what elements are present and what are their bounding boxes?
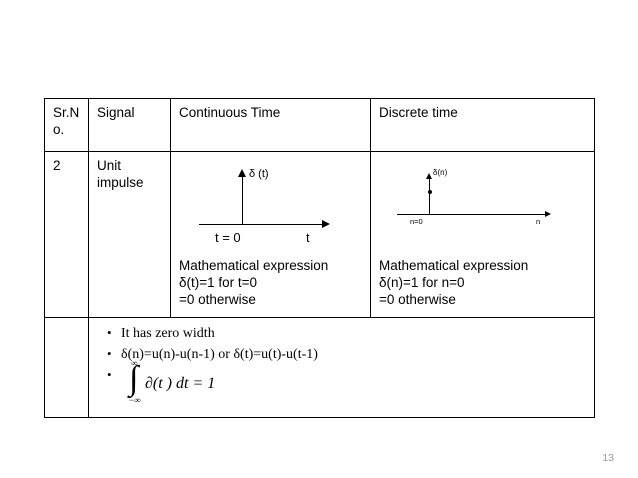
table-row: 2 Unit impulse δ (t) t = 0 t Mathematica…	[44, 151, 595, 318]
dt-x-axis-label: n	[536, 217, 541, 226]
dt-delta-label: δ(n)	[433, 168, 448, 177]
dt-x-axis-arrowhead-icon	[545, 211, 551, 217]
ct-impulse-arrowhead-icon	[238, 169, 246, 177]
dt-math-line-2: =0 otherwise	[379, 291, 456, 307]
page-number: 13	[602, 452, 614, 464]
integral-body: ∂(t ) dt = 1	[145, 375, 216, 393]
dt-impulse-arrowhead-icon	[426, 173, 432, 179]
integral-upper-limit: ∞	[131, 358, 138, 369]
row-cell-sr-no: 2	[44, 151, 89, 318]
continuous-impulse-diagram: δ (t) t = 0 t	[179, 162, 364, 252]
table-notes-row: It has zero width δ(n)=u(n)-u(n-1) or δ(…	[44, 316, 595, 419]
ct-math-line-1: δ(t)=1 for t=0	[179, 274, 258, 290]
ct-origin-label: t = 0	[215, 230, 241, 245]
dt-math-title: Mathematical expression	[379, 258, 529, 273]
notes-bullet-list: It has zero width δ(n)=u(n)-u(n-1) or δ(…	[97, 324, 586, 409]
ct-x-axis-line	[199, 224, 324, 225]
list-item: ∫ ∞ −∞ ∂(t ) dt = 1	[107, 358, 586, 408]
ct-math-line-2: =0 otherwise	[179, 291, 256, 307]
dt-impulse-arrow-line	[429, 178, 430, 214]
row-cell-continuous-time: δ (t) t = 0 t Mathematical expression δ(…	[170, 151, 371, 318]
ct-impulse-arrow-line	[242, 176, 243, 224]
dt-math-line-1: δ(n)=1 for n=0	[379, 274, 465, 290]
ct-x-axis-arrowhead-icon	[322, 220, 330, 228]
ct-x-axis-label: t	[306, 230, 310, 245]
list-item: δ(n)=u(n)-u(n-1) or δ(t)=u(t)-u(t-1)	[107, 345, 586, 365]
discrete-impulse-diagram: δ(n) n=0 n	[379, 162, 584, 252]
row-cell-signal-name: Unit impulse	[88, 151, 171, 318]
ct-delta-label: δ (t)	[249, 168, 269, 180]
header-cell-signal: Signal	[88, 98, 171, 152]
signals-table: Sr.N o. Signal Continuous Time Discrete …	[44, 98, 595, 419]
dt-x-axis-line	[397, 214, 547, 215]
header-cell-continuous-time: Continuous Time	[170, 98, 371, 152]
notes-cell-spacer	[44, 316, 89, 419]
dt-impulse-sample-dot	[427, 190, 432, 194]
notes-cell: It has zero width δ(n)=u(n)-u(n-1) or δ(…	[88, 316, 595, 419]
integral-expression: ∫ ∞ −∞ ∂(t ) dt = 1	[129, 358, 586, 406]
integral-lower-limit: −∞	[129, 395, 141, 406]
list-item: It has zero width	[107, 324, 586, 344]
ct-math-title: Mathematical expression	[179, 258, 329, 273]
row-cell-discrete-time: δ(n) n=0 n Mathematical expression δ(n)=…	[370, 151, 595, 318]
header-cell-discrete-time: Discrete time	[370, 98, 595, 152]
integral-sign-icon: ∫	[129, 360, 139, 398]
dt-origin-label: n=0	[410, 217, 423, 226]
table-header-row: Sr.N o. Signal Continuous Time Discrete …	[44, 98, 595, 152]
header-cell-sr-no: Sr.N o.	[44, 98, 89, 152]
